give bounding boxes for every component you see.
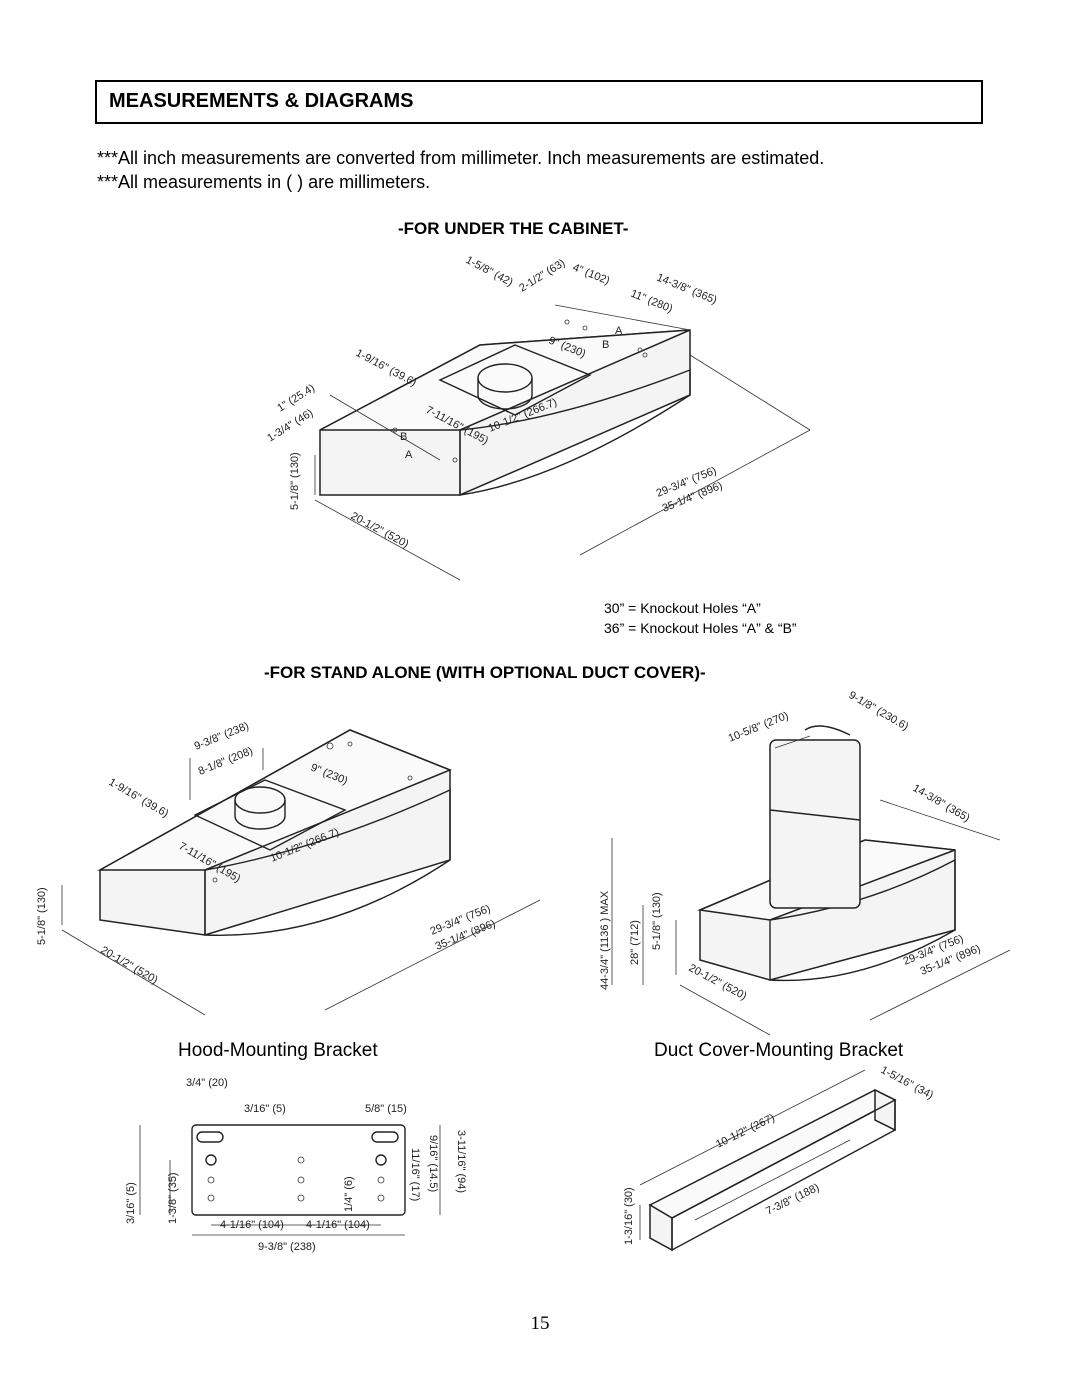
dim-label: 4-1/16" (104) xyxy=(306,1219,370,1231)
dim-label: 1/4" (6) xyxy=(343,1176,355,1212)
duct-cover-top-edge xyxy=(804,725,851,736)
dim-line xyxy=(314,499,461,581)
under-cabinet-title: -FOR UNDER THE CABINET- xyxy=(398,219,629,238)
dim-line xyxy=(324,899,541,1011)
dim-label: 5-1/8" (130) xyxy=(36,887,48,945)
bracket-slot xyxy=(371,1131,399,1143)
dim-line xyxy=(329,394,441,461)
knockout-label-a: A xyxy=(615,325,623,337)
hood-front-curve xyxy=(459,368,691,496)
duct-cover-bracket-diagram: 1-5/16" (34) 10-1/2" (267) 7-3/8" (188) … xyxy=(623,1064,935,1252)
dim-label: 5-1/8" (130) xyxy=(651,892,663,950)
dim-label: 44-3/4" (1136 ) MAX xyxy=(599,890,611,990)
bracket-keyhole xyxy=(375,1154,387,1166)
dim-label: 11/16" (17) xyxy=(409,1148,421,1201)
note-millimeters: ***All measurements in ( ) are millimete… xyxy=(97,172,431,192)
bracket-slot xyxy=(196,1131,224,1143)
knockout-hole xyxy=(326,742,334,750)
knockout-hole xyxy=(564,319,570,325)
knockout-label-a: A xyxy=(405,449,413,461)
bracket-hole xyxy=(297,1156,305,1164)
under-cabinet-diagram: 1-5/8" (42) 2-1/2" (63) 4" (102) 11" (28… xyxy=(265,254,811,581)
bracket-keyhole xyxy=(205,1154,217,1166)
dim-line xyxy=(679,984,771,1036)
page-number: 15 xyxy=(530,1313,550,1334)
dim-line xyxy=(689,354,811,431)
duct-collar-side xyxy=(477,378,533,410)
knockout-hole xyxy=(392,427,398,433)
dim-label: 5-1/8" (130) xyxy=(289,452,301,510)
knockout-label-b: B xyxy=(602,339,609,351)
knockout-hole xyxy=(347,741,353,747)
dim-line xyxy=(694,1139,851,1221)
dim-label: 3/4" (20) xyxy=(186,1077,228,1089)
bracket-hole xyxy=(297,1194,305,1202)
bracket-front-face xyxy=(671,1098,896,1252)
stand-alone-title: -FOR STAND ALONE (WITH OPTIONAL DUCT COV… xyxy=(264,663,706,682)
dim-line xyxy=(639,1069,866,1186)
knockout-hole xyxy=(452,457,458,463)
dim-label: 28" (712) xyxy=(629,920,641,965)
bracket-top-face xyxy=(648,1089,897,1219)
dim-label: 3-11/16" (94) xyxy=(455,1130,467,1193)
knockout-hole xyxy=(212,877,218,883)
duct-plate xyxy=(438,344,592,416)
dim-line xyxy=(579,429,811,556)
dim-label: 4-1/16" (104) xyxy=(220,1219,284,1231)
dim-label: 9/16" (14.5) xyxy=(427,1135,439,1192)
knockout-note-30: 30” = Knockout Holes “A” xyxy=(604,600,761,616)
dim-label: 9-3/8" (238) xyxy=(258,1241,316,1253)
stand-alone-hood-diagram: 9-3/8" (238) 8-1/8" (208) 9" (230) 1-9/1… xyxy=(36,720,541,1016)
dim-line xyxy=(774,735,811,749)
duct-bracket-title: Duct Cover-Mounting Bracket xyxy=(654,1040,904,1061)
dim-label: 3/16" (5) xyxy=(244,1103,286,1115)
dim-label: 3/16" (5) xyxy=(125,1182,137,1224)
duct-collar-side xyxy=(234,800,286,830)
knockout-note-36: 36” = Knockout Holes “A” & “B” xyxy=(604,620,797,636)
bracket-hole xyxy=(207,1194,215,1202)
hood-mounting-bracket-diagram: 3/4" (20) 3/16" (5) 5/8" (15) 3-11/16" (… xyxy=(125,1077,467,1253)
knockout-hole xyxy=(407,775,413,781)
knockout-hole xyxy=(637,347,643,353)
bracket-hole xyxy=(377,1194,385,1202)
duct-cover-seam xyxy=(769,809,861,821)
dim-label: 1-3/8" (35) xyxy=(167,1172,179,1224)
hood-bracket-title: Hood-Mounting Bracket xyxy=(178,1040,378,1061)
bracket-hole xyxy=(207,1176,215,1184)
hood-front-curve xyxy=(204,788,451,936)
knockout-label-b: B xyxy=(400,431,407,443)
section-header-box: MEASUREMENTS & DIAGRAMS xyxy=(95,80,983,124)
bracket-hole xyxy=(297,1176,305,1184)
page-title: MEASUREMENTS & DIAGRAMS xyxy=(109,90,414,112)
dim-line xyxy=(879,799,1001,841)
dim-label: 5/8" (15) xyxy=(365,1103,407,1115)
dim-label: 7-3/8" (188) xyxy=(764,1182,821,1218)
dim-label: 1-3/16" (30) xyxy=(623,1187,635,1245)
hood-top-face xyxy=(97,729,453,871)
dim-line xyxy=(869,949,1011,1021)
bracket-end-right xyxy=(874,1088,896,1132)
stand-alone-duct-diagram: 10-5/8" (270) 9-1/8" (230.6) 14-3/8" (36… xyxy=(599,689,1011,1036)
bracket-hole xyxy=(377,1176,385,1184)
duct-cover xyxy=(769,739,861,909)
bracket-plate xyxy=(191,1124,406,1216)
knockout-hole xyxy=(582,325,588,331)
dim-line xyxy=(554,304,691,331)
dim-line xyxy=(61,929,206,1016)
knockout-hole xyxy=(642,352,648,358)
note-conversion: ***All inch measurements are converted f… xyxy=(97,148,825,168)
